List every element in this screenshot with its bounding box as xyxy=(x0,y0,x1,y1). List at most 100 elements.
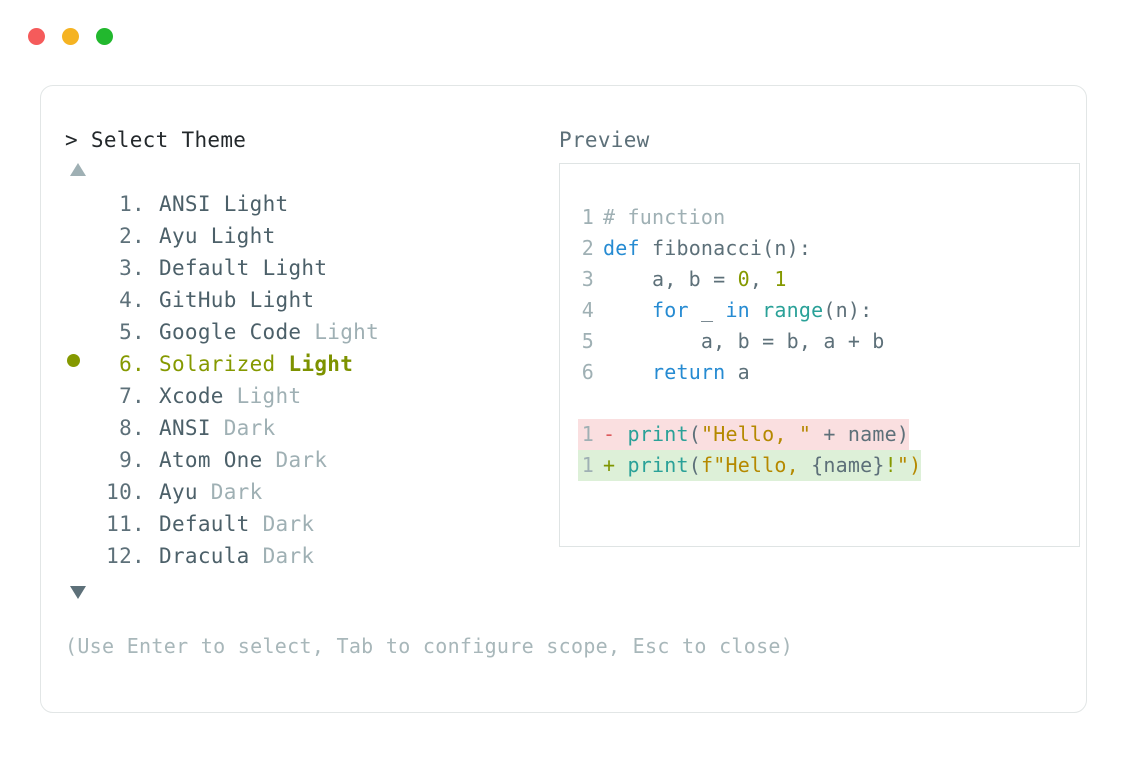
selected-bullet-icon xyxy=(67,354,80,367)
theme-item-variant: Light xyxy=(210,224,276,248)
code-line: 4 for _ in range(n): xyxy=(578,295,1061,326)
theme-item-name: Xcode xyxy=(159,384,224,408)
code-token: (n): xyxy=(823,298,873,322)
diff-token: {name} xyxy=(811,453,885,477)
diff-line-removed: 1- print("Hello, " + name) xyxy=(578,419,910,450)
diff-row: 1+ print(f"Hello, {name}!") xyxy=(578,450,1061,481)
maximize-dot[interactable] xyxy=(96,28,113,45)
code-token: def xyxy=(603,236,652,260)
diff-token: print xyxy=(627,453,689,477)
theme-item-variant: Light xyxy=(288,352,354,376)
code-line: 3 a, b = 0, 1 xyxy=(578,264,1061,295)
diff-token: ( xyxy=(688,453,701,477)
page-title-label xyxy=(78,128,91,152)
theme-item-name: Default xyxy=(159,512,250,536)
theme-item-name: Google Code xyxy=(159,320,302,344)
prompt-caret-icon: > xyxy=(65,128,78,152)
code-line: 2 def fibonacci(n): xyxy=(578,233,1061,264)
code-token: 1 xyxy=(774,267,787,291)
theme-list-item[interactable]: 6. Solarized Light xyxy=(65,348,559,380)
code-token: a, b = xyxy=(603,267,738,291)
theme-item-variant: Dark xyxy=(262,544,315,568)
code-token xyxy=(603,360,652,384)
theme-item-variant: Dark xyxy=(262,512,315,536)
code-line-number: 5 xyxy=(581,329,594,353)
minimize-dot[interactable] xyxy=(62,28,79,45)
theme-item-variant: Light xyxy=(236,384,302,408)
theme-item-variant: Dark xyxy=(210,480,263,504)
theme-list-item[interactable]: 8. ANSI Dark xyxy=(65,412,559,444)
code-line: 6 return a xyxy=(578,357,1061,388)
diff-sample: 1- print("Hello, " + name)1+ print(f"Hel… xyxy=(578,419,1061,481)
code-token: fibonacci(n): xyxy=(651,236,812,260)
scroll-down-button[interactable] xyxy=(65,584,559,606)
code-line: 5 a, b = b, a + b xyxy=(578,326,1061,357)
theme-list-item[interactable]: 3.Default Light xyxy=(65,252,559,284)
code-token xyxy=(603,298,652,322)
theme-item-name: ANSI xyxy=(159,416,211,440)
theme-item-variant: Light xyxy=(249,288,315,312)
window-titlebar xyxy=(28,28,113,45)
code-token: a, b = b, a + b xyxy=(603,329,885,353)
close-dot[interactable] xyxy=(28,28,45,45)
theme-list-item[interactable]: 7.Xcode Light xyxy=(65,380,559,412)
code-token: 0 xyxy=(737,267,750,291)
theme-list-item[interactable]: 12. Dracula Dark xyxy=(65,540,559,572)
triangle-down-icon xyxy=(70,586,86,599)
spacer xyxy=(263,444,276,476)
diff-token: ") xyxy=(896,453,922,477)
theme-item-name: Ayu xyxy=(159,480,198,504)
theme-item-index: 6. xyxy=(119,352,145,376)
theme-item-name: Atom One xyxy=(159,448,263,472)
spacer xyxy=(224,380,237,412)
spacer xyxy=(250,252,263,284)
triangle-up-icon xyxy=(70,163,86,176)
theme-list-item[interactable]: 2.Ayu Light xyxy=(65,220,559,252)
code-line-number: 4 xyxy=(581,298,594,322)
theme-list-item[interactable]: 11. Default Dark xyxy=(65,508,559,540)
theme-item-variant: Light xyxy=(314,320,380,344)
theme-list-item[interactable]: 9.Atom One Dark xyxy=(65,444,559,476)
code-token: , xyxy=(749,267,775,291)
theme-item-variant: Dark xyxy=(223,416,276,440)
theme-item-name: Ayu xyxy=(159,224,198,248)
spacer xyxy=(211,188,224,220)
spacer xyxy=(276,348,289,380)
theme-list-item[interactable]: 10.Ayu Dark xyxy=(65,476,559,508)
code-token: range xyxy=(762,298,824,322)
spacer xyxy=(237,284,250,316)
spacer xyxy=(198,476,211,508)
theme-list-item[interactable]: 4. GitHub Light xyxy=(65,284,559,316)
diff-line-number: 1 xyxy=(581,453,594,477)
spacer xyxy=(198,220,211,252)
theme-item-index: 11. xyxy=(106,512,145,536)
scroll-up-button[interactable] xyxy=(65,160,559,182)
code-line-number: 2 xyxy=(581,236,594,260)
code-token: for xyxy=(651,298,689,322)
spacer xyxy=(250,540,263,572)
theme-item-index: 1. xyxy=(119,192,145,216)
theme-item-variant: Dark xyxy=(275,448,328,472)
diff-line-added: 1+ print(f"Hello, {name}!") xyxy=(578,450,922,481)
spacer xyxy=(250,508,263,540)
keyboard-hint: (Use Enter to select, Tab to configure s… xyxy=(65,634,794,658)
theme-list-item[interactable]: 5.Google Code Light xyxy=(65,316,559,348)
code-line-number: 3 xyxy=(581,267,594,291)
theme-item-index: 3. xyxy=(119,256,145,280)
theme-item-name: Solarized xyxy=(159,352,276,376)
theme-item-index: 12. xyxy=(106,544,145,568)
page-title: > Select Theme xyxy=(65,126,559,154)
theme-item-index: 4. xyxy=(119,288,145,312)
code-line-number: 6 xyxy=(581,360,594,384)
diff-token: "Hello, " xyxy=(700,422,812,446)
theme-list-item[interactable]: 1.ANSI Light xyxy=(65,188,559,220)
theme-item-name: GitHub xyxy=(159,288,237,312)
spacer xyxy=(211,412,224,444)
theme-item-index: 8. xyxy=(119,416,145,440)
theme-item-name: Dracula xyxy=(159,544,250,568)
diff-token: ( xyxy=(688,422,701,446)
